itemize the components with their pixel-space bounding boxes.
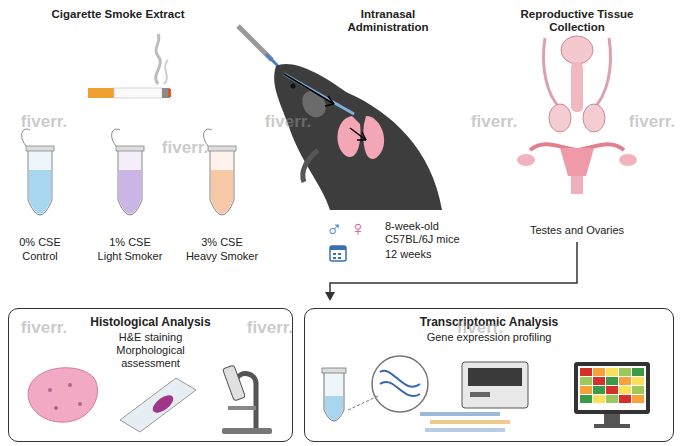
- duration-label: 12 weeks: [385, 248, 471, 261]
- watermark: fiverr.: [622, 112, 680, 131]
- tube-label: Light Smoker: [90, 250, 170, 263]
- female-organs: [517, 144, 637, 194]
- section-title: Reproductive Tissue Collection: [517, 8, 637, 34]
- tissue-label: Testes and Ovaries: [507, 224, 647, 237]
- watermark: fiverr.: [14, 318, 74, 337]
- watermark: fiverr.: [14, 112, 74, 131]
- box-body: H&E staining Morphological assessment: [86, 331, 216, 370]
- tube-label: 0% CSE: [5, 236, 75, 249]
- mouse: [238, 26, 442, 210]
- transcriptomics-icons: [322, 356, 650, 432]
- male-organs: [543, 36, 610, 132]
- tubes: [22, 129, 236, 215]
- watermark: fiverr.: [155, 138, 215, 157]
- female-symbol: ♀: [346, 217, 370, 241]
- flow-arrow: [325, 242, 577, 301]
- watermark: fiverr.: [240, 318, 300, 337]
- watermark: fiverr.: [258, 112, 318, 131]
- histology-icons: [28, 365, 272, 434]
- section-title: Intranasal Administration: [338, 8, 438, 34]
- watermark: fiverr.: [464, 112, 524, 131]
- cigarette: [88, 34, 171, 98]
- tube-label: 3% CSE: [182, 236, 262, 249]
- calendar-icon: [330, 246, 346, 261]
- tube-label: Control: [5, 250, 75, 263]
- section-title: Cigarette Smoke Extract: [38, 8, 198, 21]
- tube-label: Heavy Smoker: [182, 250, 262, 263]
- tube-label: 1% CSE: [90, 236, 170, 249]
- mouse-info: 8-week-old C57BL/6J mice: [385, 220, 471, 246]
- male-symbol: ♂: [322, 217, 346, 241]
- watermark: fiverr.: [450, 318, 510, 337]
